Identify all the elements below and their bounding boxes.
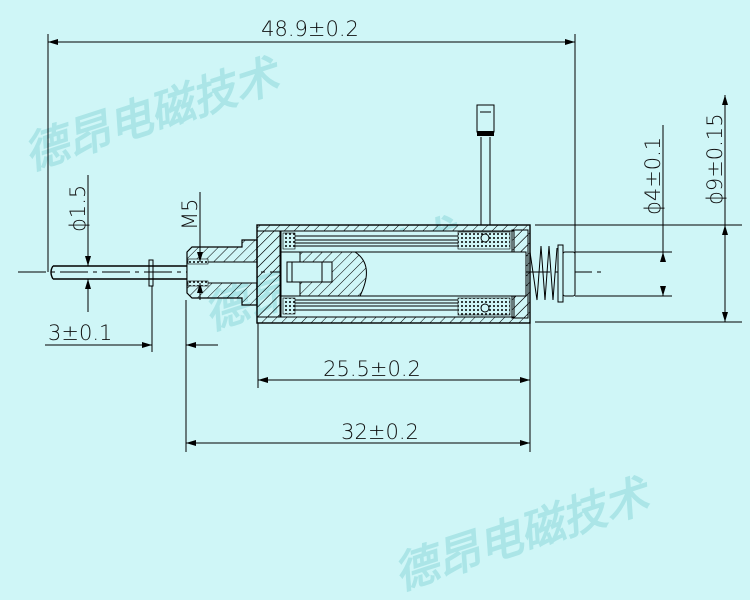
dim-pin-diameter: ϕ1.5 xyxy=(66,175,91,312)
dim-body-diameter: ϕ9±0.15 xyxy=(535,95,742,323)
svg-text:3±0.1: 3±0.1 xyxy=(48,321,112,345)
dim-total-length: 32±0.2 xyxy=(186,420,530,446)
solenoid-body xyxy=(256,224,531,324)
dim-body-length: 25.5±0.2 xyxy=(257,323,531,452)
threaded-bushing xyxy=(186,239,258,306)
dim-plunger-diameter: ϕ4±0.1 xyxy=(575,125,672,297)
watermark: 德昂电磁技术 德昂电磁技术 德昂电磁技术 xyxy=(18,49,660,600)
dim-thread: M5 xyxy=(178,192,203,300)
svg-text:M5: M5 xyxy=(178,199,202,230)
return-spring xyxy=(529,244,576,303)
svg-text:ϕ1.5: ϕ1.5 xyxy=(66,185,90,232)
dim-overall: 48.9±0.2 xyxy=(47,17,576,272)
svg-text:ϕ4±0.1: ϕ4±0.1 xyxy=(641,137,665,215)
svg-text:48.9±0.2: 48.9±0.2 xyxy=(261,17,359,41)
svg-text:ϕ9±0.15: ϕ9±0.15 xyxy=(703,113,727,205)
svg-text:德昂电磁技术: 德昂电磁技术 xyxy=(388,469,660,600)
lead-wire xyxy=(476,104,495,225)
svg-text:德昂电磁技术: 德昂电磁技术 xyxy=(18,49,290,181)
pin xyxy=(50,259,188,287)
svg-text:32±0.2: 32±0.2 xyxy=(341,420,419,444)
dim-pin-offset: 3±0.1 xyxy=(45,286,218,452)
svg-text:25.5±0.2: 25.5±0.2 xyxy=(323,357,421,381)
